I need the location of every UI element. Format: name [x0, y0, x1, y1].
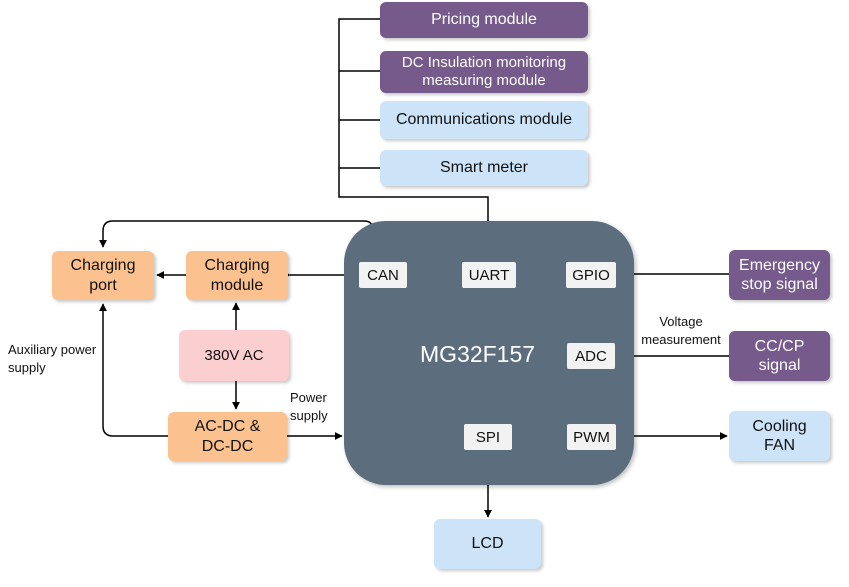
- spi-port: SPI: [464, 424, 512, 450]
- lcd-label: LCD: [471, 535, 504, 553]
- emergency-stop-label: Emergency stop signal: [739, 256, 820, 293]
- power-supply-label: Power supply: [290, 390, 328, 423]
- lcd: LCD: [434, 519, 541, 569]
- cc-cp-label: CC/CP signal: [754, 337, 805, 374]
- mcu-name: MG32F157: [420, 341, 536, 367]
- smart-meter: Smart meter: [380, 150, 588, 186]
- charging-port: Charging port: [52, 251, 154, 300]
- adc-port: ADC: [567, 343, 615, 369]
- can-port: CAN: [359, 262, 407, 288]
- charging-port-label: Charging port: [70, 257, 136, 294]
- communications-module: Communications module: [380, 101, 588, 139]
- cooling-fan-label: Cooling FAN: [752, 417, 807, 454]
- acdc-dcdc-label: AC-DC & DC-DC: [194, 418, 261, 455]
- communications-module-label: Communications module: [395, 111, 573, 129]
- uart-port: UART: [462, 262, 516, 288]
- module-bus-line: [338, 18, 492, 260]
- dc-insulation-module-label: DC Insulation monitoring measuring modul…: [401, 54, 567, 89]
- emergency-stop-signal: Emergency stop signal: [729, 250, 830, 300]
- gpio-port: GPIO: [566, 262, 616, 288]
- smart-meter-label: Smart meter: [439, 159, 528, 177]
- cc-cp-signal: CC/CP signal: [729, 331, 830, 381]
- charging-module-label: Charging module: [204, 257, 270, 294]
- ac-input: 380V AC: [179, 330, 289, 381]
- cooling-fan: Cooling FAN: [729, 411, 830, 461]
- auxiliary-power-arrow: [99, 303, 168, 437]
- dc-insulation-module: DC Insulation monitoring measuring modul…: [380, 51, 588, 93]
- voltage-measurement-label: Voltage measurement: [641, 314, 721, 347]
- charging-module: Charging module: [186, 251, 288, 300]
- ac-input-label: 380V AC: [204, 346, 264, 364]
- acdc-dcdc: AC-DC & DC-DC: [168, 412, 287, 461]
- pricing-module: Pricing module: [380, 2, 588, 38]
- pricing-module-label: Pricing module: [431, 11, 537, 29]
- auxiliary-power-label: Auxiliary power supply: [8, 342, 97, 375]
- pwm-port: PWM: [567, 424, 616, 450]
